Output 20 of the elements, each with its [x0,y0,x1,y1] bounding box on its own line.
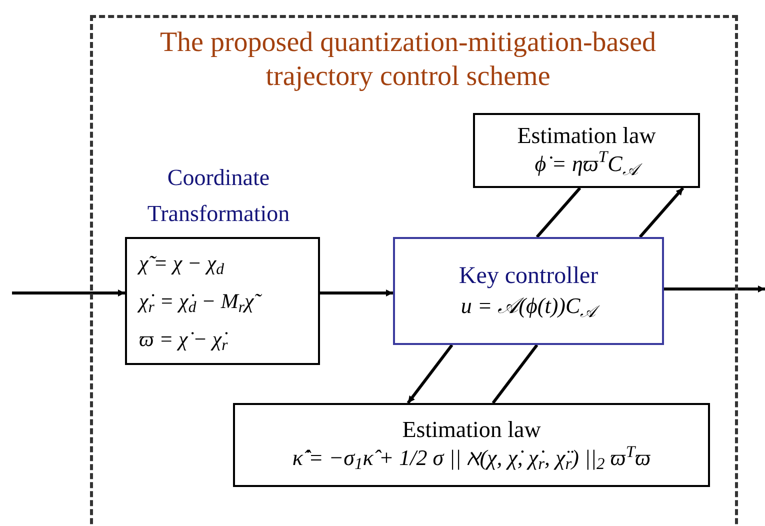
heading-text: Estimation law [402,417,541,443]
formula-text: χ̃ = χ − χ$_{d}$ [139,250,225,280]
heading-text: Coordinate Transformation [146,164,291,228]
arrow [320,290,393,296]
process-box [233,403,710,487]
formula-text: χ̇$_{r}$ = χ̇$_{d}$ − M$_{r}$χ̃ [139,282,306,320]
connector-line [536,187,582,238]
arrow [664,286,765,292]
formula-text: ϖ = χ̇ − χ̇$_{r}$ [139,326,229,356]
process-box [393,237,664,345]
arrow [12,290,125,296]
heading-text: Key controller [458,262,598,291]
title-text: The proposed quantization-mitigation-based trajectory control scheme [158,26,658,94]
dashed-frame [90,15,738,526]
connector-line [492,344,538,404]
process-box [473,113,700,188]
heading-text: Estimation law [517,122,656,148]
formula-text: κ̂̇ = −σ$_{1}$κ̂ + 1/2 σ || ℵ(χ, χ̇, χ̇$_{r}$, χ̈$_{r}$) ||$_{2}$ ϖ$^{T}$ϖ [292,443,651,473]
arrow [406,344,454,404]
arrow [638,187,684,238]
